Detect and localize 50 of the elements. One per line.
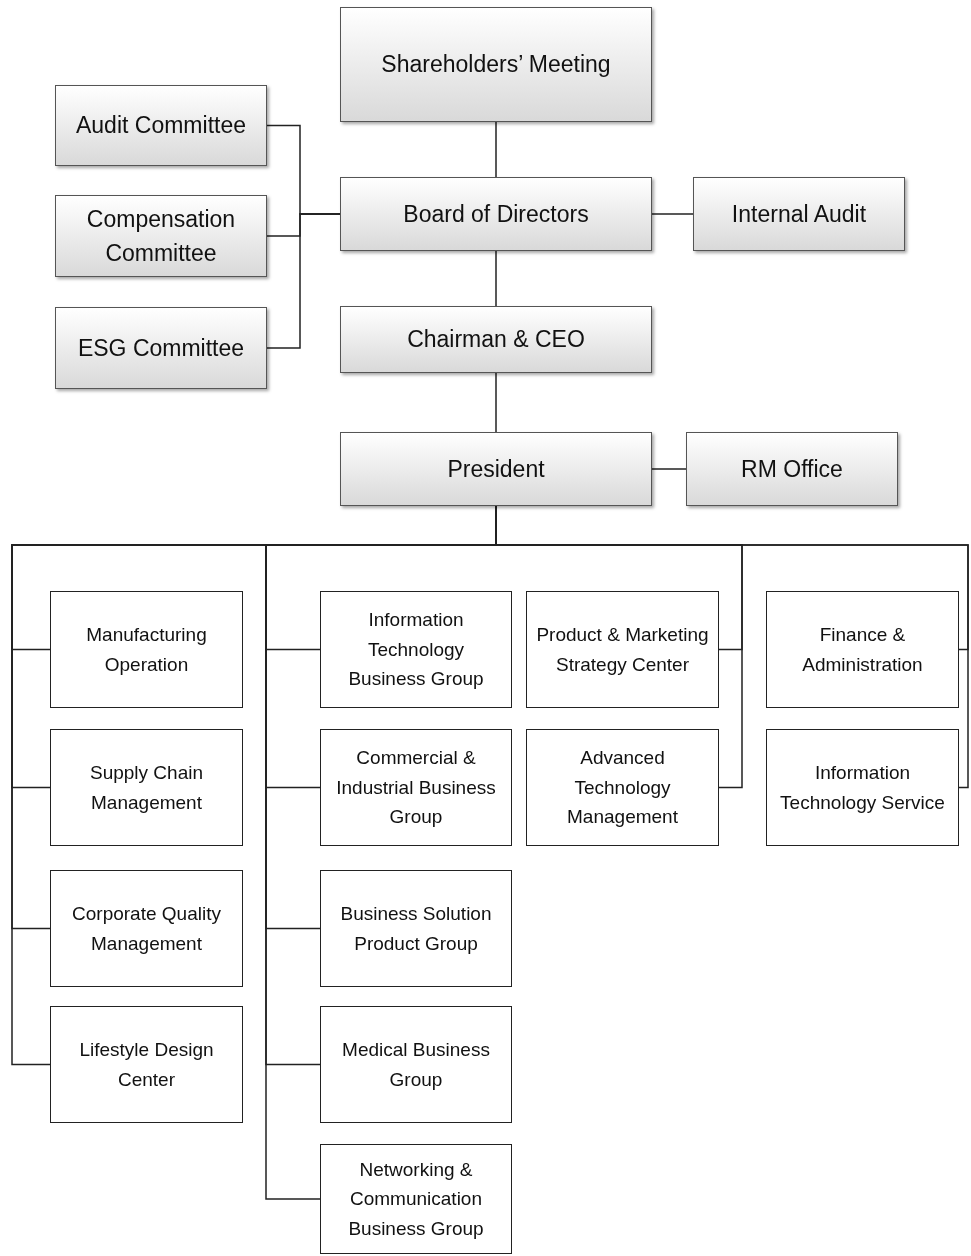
org-unit-box	[50, 870, 243, 987]
connector-line	[266, 213, 341, 349]
org-unit-box	[766, 591, 959, 708]
unit-name: Commercial & Industrial Business Group	[335, 746, 497, 830]
connector-line	[495, 372, 497, 433]
org-unit-box	[340, 7, 652, 122]
connector-line	[651, 213, 694, 215]
org-unit-box	[55, 85, 267, 166]
unit-name: Board of Directors	[403, 199, 589, 229]
unit-name: President	[447, 454, 545, 484]
connector-line	[495, 121, 497, 178]
unit-name: Supply Chain Management	[89, 761, 204, 815]
unit-name: Information Technology Service	[779, 761, 946, 815]
unit-name: Medical Business Group	[341, 1038, 491, 1092]
org-unit-box	[320, 870, 512, 987]
unit-name: Finance & Administration	[801, 623, 924, 677]
org-unit-box	[686, 432, 898, 506]
org-unit-box	[320, 591, 512, 708]
unit-name: Networking & Communication Business Group	[347, 1157, 485, 1241]
unit-name: ESG Committee	[77, 333, 245, 363]
org-unit-box	[50, 729, 243, 846]
unit-name: Product & Marketing Strategy Center	[535, 623, 710, 677]
org-unit-box	[50, 1006, 243, 1123]
connector-line	[651, 468, 687, 470]
unit-name: Business Solution Product Group	[339, 902, 493, 956]
org-unit-box	[766, 729, 959, 846]
org-unit-box	[526, 591, 719, 708]
org-unit-box	[55, 307, 267, 389]
unit-name: RM Office	[741, 454, 843, 484]
unit-name: Information Technology Business Group	[347, 608, 485, 692]
org-unit-box	[55, 195, 267, 277]
unit-name: Audit Committee	[76, 111, 246, 141]
unit-name: Internal Audit	[731, 199, 867, 229]
unit-name: Corporate Quality Management	[71, 902, 222, 956]
org-unit-box	[340, 432, 652, 506]
unit-name: Compensation Committee	[85, 204, 237, 268]
unit-name: Lifestyle Design Center	[78, 1038, 215, 1092]
org-unit-box	[526, 729, 719, 846]
unit-name: Chairman & CEO	[407, 325, 585, 355]
connector-line	[495, 250, 497, 307]
unit-name: Manufacturing Operation	[85, 623, 208, 677]
org-unit-box	[320, 1006, 512, 1123]
unit-name: Advanced Technology Management	[566, 746, 679, 830]
org-unit-box	[320, 1144, 512, 1254]
org-unit-box	[693, 177, 905, 251]
org-unit-box	[340, 306, 652, 373]
unit-name: Shareholders’ Meeting	[381, 50, 611, 80]
org-unit-box	[340, 177, 652, 251]
org-unit-box	[50, 591, 243, 708]
org-unit-box	[320, 729, 512, 846]
